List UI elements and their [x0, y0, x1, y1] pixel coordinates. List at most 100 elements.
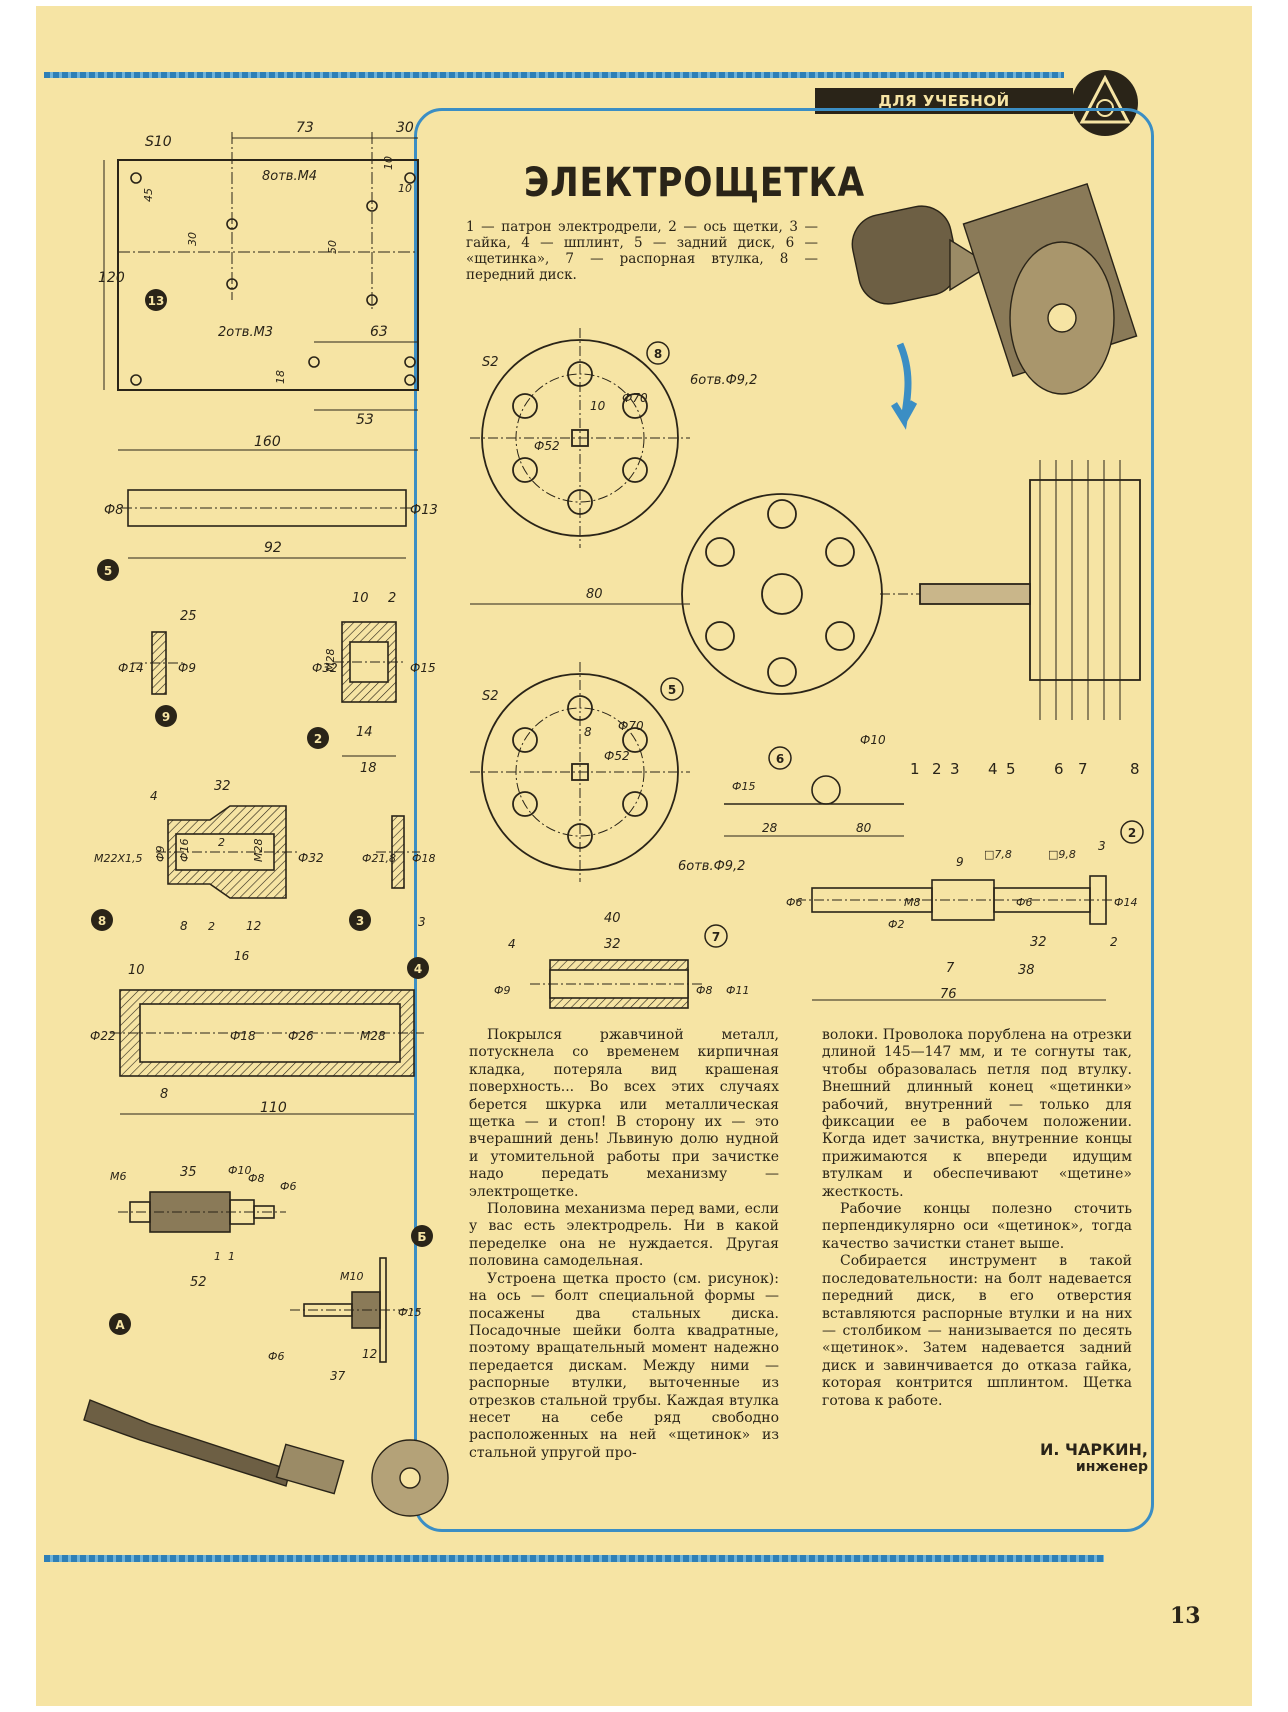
- dim-label: 1: [214, 1250, 221, 1263]
- bristle-6-badge: [768, 746, 792, 770]
- dim-label: 73: [296, 120, 314, 136]
- part-13-holes-m3: 2отв.М3: [218, 325, 273, 340]
- dim-label: 2: [388, 591, 396, 606]
- dim-label: 2: [218, 836, 225, 849]
- dim-label: Ф52: [604, 749, 630, 763]
- dim-label: 12: [246, 919, 261, 933]
- article-paragraph: Покрылся ржавчиной металл, потускнела со…: [469, 1027, 779, 1200]
- part-5-badge: [97, 559, 119, 581]
- dim-label: М8: [904, 896, 921, 909]
- bristle-6-drawing: [724, 775, 904, 837]
- assembly-callout-5: 5: [1006, 760, 1016, 778]
- dim-label: 18: [274, 370, 287, 384]
- part-2-badge-label: 2: [314, 732, 322, 746]
- dim-label: 52: [190, 1275, 207, 1290]
- dim-label: М22Х1,5: [94, 852, 143, 865]
- dim-label: Ф10: [228, 1164, 251, 1177]
- dim-label: Ф11: [726, 984, 749, 997]
- dim-label: Ф70: [618, 719, 644, 733]
- dim-label: Ф18: [412, 852, 435, 865]
- part-4-badge-label: 4: [414, 962, 422, 976]
- part-b-badge: [411, 1225, 433, 1247]
- dim-label: Ф2: [888, 918, 904, 931]
- dim-label: 32: [604, 937, 621, 952]
- dim-label: Ф15: [398, 1306, 421, 1319]
- disc-8-material: S2: [482, 355, 499, 370]
- dim-label: 50: [326, 240, 339, 254]
- dim-label: 4: [150, 789, 158, 803]
- dim-label: Ф32: [312, 661, 338, 675]
- article-paragraph: Рабочие концы полезно сточить перпендику…: [822, 1201, 1132, 1252]
- part-a-drawing: [118, 1191, 286, 1233]
- dim-label: □7,8: [984, 848, 1012, 861]
- dim-label: Ф14: [118, 661, 144, 675]
- article-frame: [414, 108, 1154, 1532]
- dim-label: 18: [360, 761, 377, 776]
- article-paragraph: Собирается инструмент в такой последоват…: [822, 1253, 1132, 1409]
- dim-label: М28: [252, 839, 265, 863]
- part-a-badge-label: А: [115, 1318, 125, 1332]
- dim-label: 2: [208, 920, 215, 933]
- disc-8-holes: 6отв.Ф9,2: [690, 373, 757, 388]
- part-4-drawing: [110, 989, 424, 1115]
- disc-5-badge: [660, 677, 684, 701]
- axle-2-badge-label: 2: [1128, 826, 1136, 840]
- dim-label: Ф6: [786, 896, 802, 909]
- dim-label: Ф13: [410, 503, 438, 518]
- dim-label: 80: [856, 821, 872, 835]
- author-name: И. ЧАРКИН,: [1039, 1440, 1148, 1459]
- part-9-badge: [155, 705, 177, 727]
- dim-label: 120: [98, 270, 125, 286]
- dim-label: 3: [1098, 839, 1106, 853]
- rotation-arrow-icon: [891, 342, 918, 430]
- article-paragraph: волоки. Проволока порублена на отрезки д…: [822, 1027, 1132, 1200]
- dim-label: М28: [324, 649, 337, 673]
- dim-label: 160: [254, 434, 281, 450]
- part-b-badge-label: Б: [417, 1230, 426, 1244]
- dim-label: 16: [234, 949, 250, 963]
- dim-label: Ф70: [622, 391, 648, 405]
- dim-label: 76: [940, 987, 957, 1002]
- dim-label: 25: [180, 609, 197, 624]
- dim-label: Ф52: [534, 439, 560, 453]
- assembly-callout-3: 3: [950, 760, 960, 778]
- dim-label: 63: [370, 324, 388, 340]
- dim-label: 9: [956, 855, 964, 869]
- dim-label: М28: [360, 1029, 386, 1043]
- axle-2-badge: [1120, 820, 1144, 844]
- dim-label: 8: [180, 919, 188, 933]
- dim-label: 80: [586, 587, 603, 602]
- disc-5-holes: 6отв.Ф9,2: [678, 859, 745, 874]
- dim-label: М10: [340, 1270, 364, 1283]
- part-2-drawing: [334, 621, 404, 757]
- dim-label: Ф21,8: [362, 852, 396, 865]
- part-3-badge-label: 3: [356, 914, 364, 928]
- dim-label: 32: [214, 779, 231, 794]
- dim-label: 32: [1030, 935, 1047, 950]
- part-9-badge-label: 9: [162, 710, 170, 724]
- dim-label: 4: [508, 937, 516, 951]
- dim-label: Ф8: [104, 503, 123, 518]
- dim-label: 14: [356, 725, 373, 740]
- disc-8-badge: [646, 341, 670, 365]
- brush-photo-illustration: [851, 182, 1138, 395]
- dim-label: 8: [584, 725, 592, 739]
- top-decorative-band: [44, 72, 1064, 78]
- part-b-drawing: [290, 1257, 420, 1363]
- bushing-7-badge: [704, 924, 728, 948]
- dim-label: 30: [186, 232, 199, 246]
- dim-label: 10: [128, 963, 145, 978]
- dim-label: 30: [396, 120, 414, 136]
- dim-label: 10: [382, 156, 395, 170]
- part-2-badge: [307, 727, 329, 749]
- bushing-7-drawing: [530, 959, 704, 1009]
- dim-label: Ф9: [494, 984, 510, 997]
- part-8-drawing: [156, 805, 300, 899]
- assembly-callout-1: 1: [910, 760, 920, 778]
- dim-label: 40: [604, 911, 621, 926]
- dim-label: □9,8: [1048, 848, 1076, 861]
- part-13-holes-m4: 8отв.М4: [262, 169, 317, 184]
- article-author: И. ЧАРКИН, инженер: [1018, 1440, 1148, 1475]
- part-5-badge-label: 5: [104, 564, 112, 578]
